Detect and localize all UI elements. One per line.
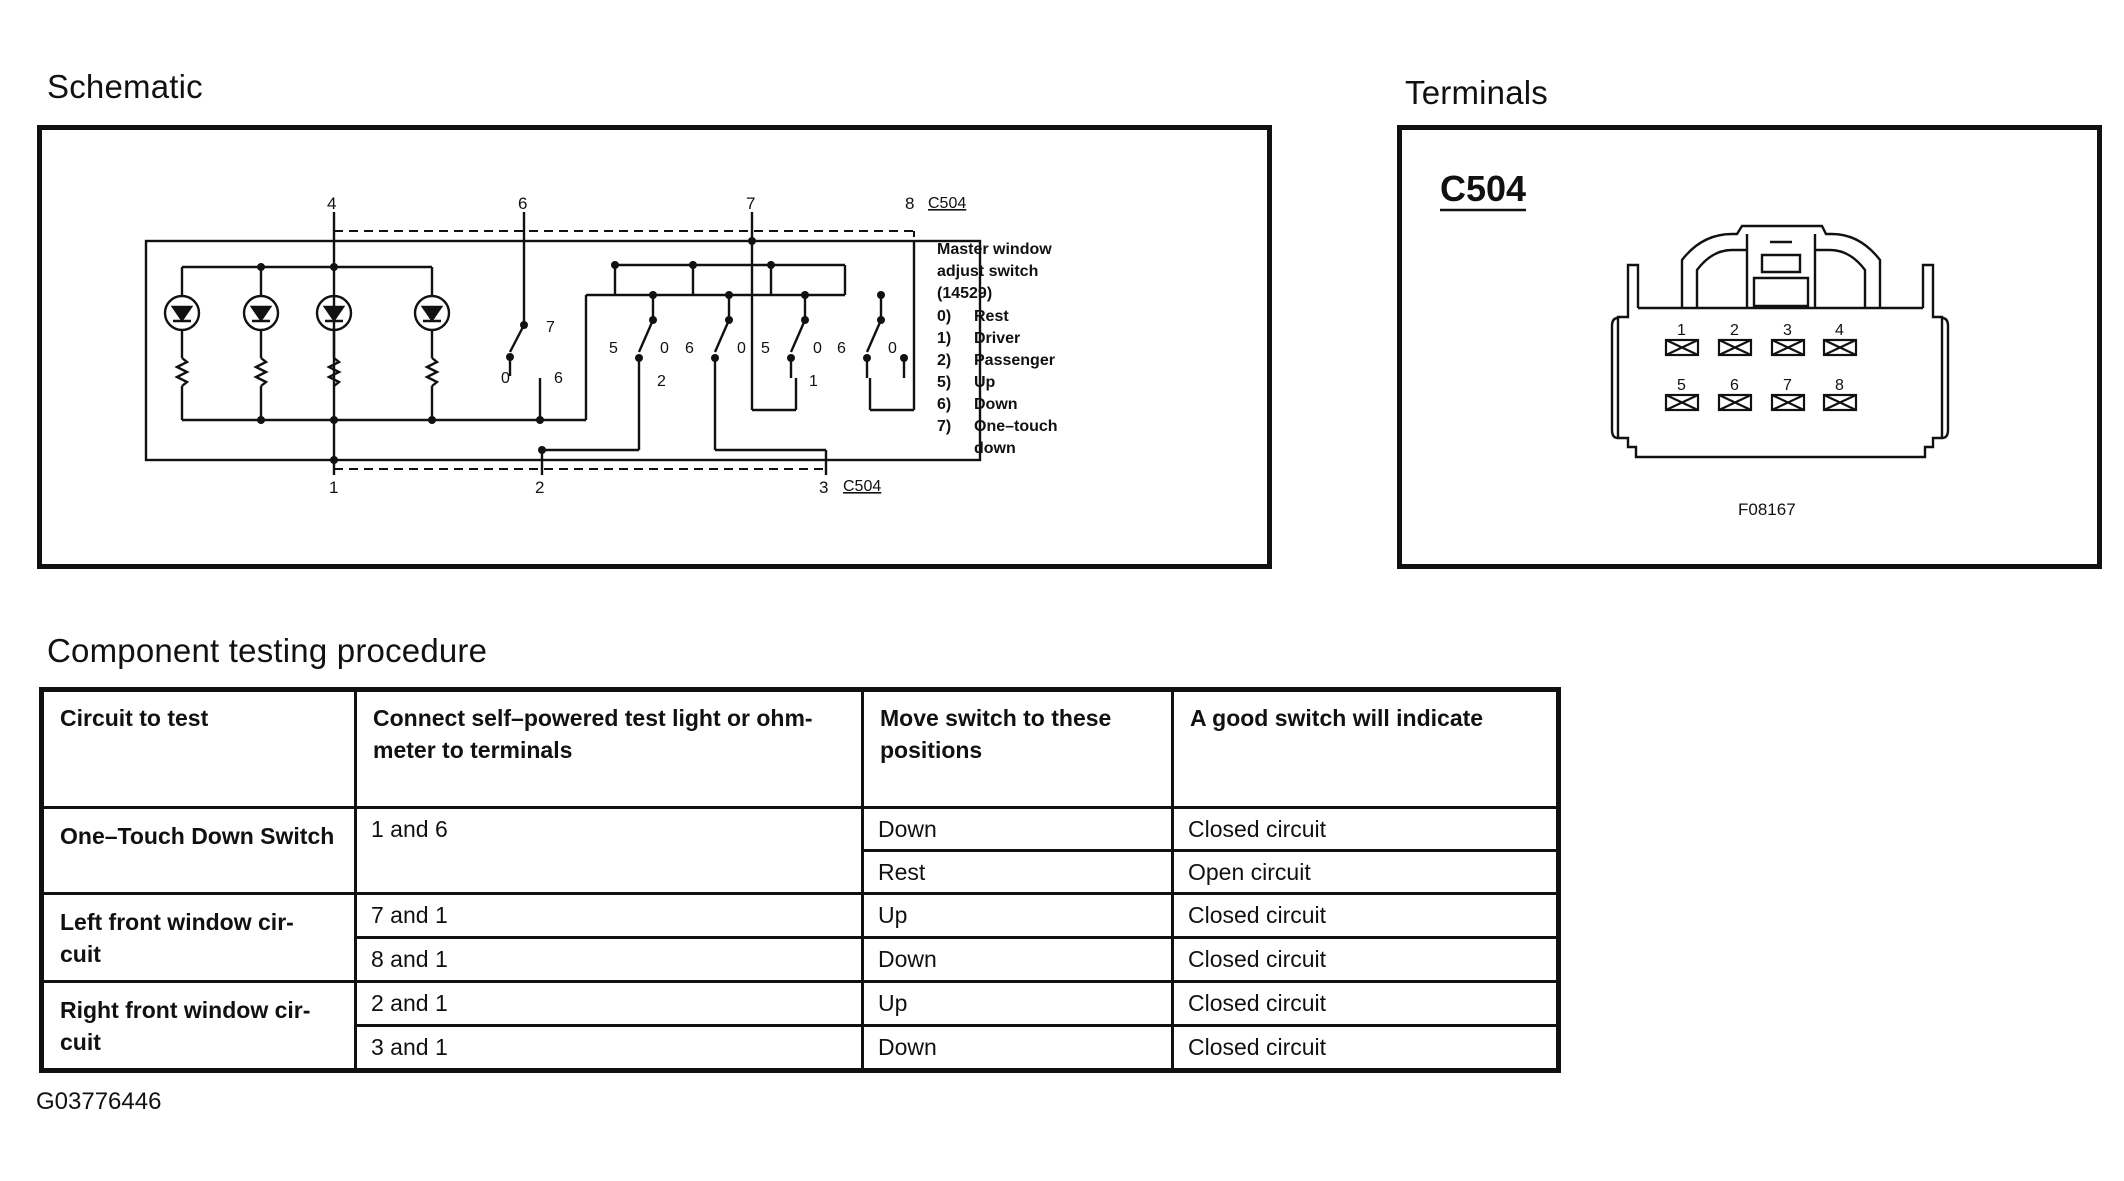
indicate-cell: Open circuit <box>1171 849 1560 895</box>
connector-label-top: C504 <box>928 195 966 212</box>
col-header-positions: Move switch to these positions <box>861 688 1174 809</box>
switch-label: 6 <box>837 340 846 357</box>
switch-label: 5 <box>761 340 770 357</box>
position-cell: Up <box>861 980 1174 1027</box>
terminal-pin-6: 6 <box>1730 377 1739 394</box>
schematic-legend: Master window adjust switch (14529) 0) R… <box>937 241 1058 457</box>
schematic-panel: 4 6 7 8 C504 1 2 3 C504 7 0 6 5 0 6 0 2 … <box>37 125 1272 569</box>
terminal-pin-1: 1 <box>1677 322 1686 339</box>
position-cell: Rest <box>861 849 1174 895</box>
legend-label: down <box>974 440 1016 457</box>
terminals-cell: 7 and 1 <box>354 892 864 939</box>
switch-label: 6 <box>685 340 694 357</box>
switch-label: 0 <box>813 340 822 357</box>
terminal-pin-2: 2 <box>1730 322 1739 339</box>
top-pin-6: 6 <box>518 194 527 213</box>
circuit-cell: Right front window cir- cuit <box>40 980 357 1072</box>
table-row: Right front window cir- cuit 2 and 1 Up … <box>40 980 1560 1072</box>
legend-code: 5) <box>937 374 951 391</box>
table-header-row: Circuit to test Connect self–powered tes… <box>40 688 1560 809</box>
indicate-cell: Closed circuit <box>1171 936 1560 983</box>
legend-title-line: adjust switch <box>937 263 1038 280</box>
terminals-cell: 3 and 1 <box>354 1023 864 1073</box>
indicate-cell: Closed circuit <box>1171 892 1560 939</box>
terminal-pin-7: 7 <box>1783 377 1792 394</box>
table-row: Rest Open circuit <box>42 849 1560 895</box>
table-row: Left front window cir- cuit 7 and 1 Up C… <box>40 892 1560 983</box>
switch-label: 0 <box>888 340 897 357</box>
legend-code: 7) <box>937 418 951 435</box>
terminal-pin-8: 8 <box>1835 377 1844 394</box>
position-cell: Down <box>861 806 1174 852</box>
legend-title-line: (14529) <box>937 285 992 302</box>
figure-id: G03776446 <box>36 1088 162 1115</box>
schematic-heading: Schematic <box>47 68 203 105</box>
procedure-table: Circuit to test Connect self–powered tes… <box>39 687 1561 1073</box>
top-pin-7: 7 <box>746 194 755 213</box>
switch-label: 6 <box>554 370 563 387</box>
position-cell: Down <box>861 936 1174 983</box>
legend-code: 0) <box>937 308 951 325</box>
switch-group-label: 2 <box>657 373 666 390</box>
legend-label: Rest <box>974 308 1009 325</box>
figure-code: F08167 <box>1738 500 1796 519</box>
terminals-diagram: C504 1 2 3 <box>1440 168 1950 519</box>
legend-label: Up <box>974 374 996 391</box>
terminal-cavities <box>1664 338 1858 412</box>
top-pin-4: 4 <box>327 194 336 213</box>
legend-code: 6) <box>937 396 951 413</box>
terminal-pin-5: 5 <box>1677 377 1686 394</box>
col-header-indicate: A good switch will indicate <box>1171 688 1560 809</box>
circuit-cell: Left front window cir- cuit <box>40 892 357 983</box>
circuit-cell: One–Touch Down Switch <box>40 806 357 895</box>
procedure-heading: Component testing procedure <box>47 632 488 669</box>
connector-name: C504 <box>1440 168 1526 209</box>
terminal-pin-4: 4 <box>1835 322 1844 339</box>
terminals-panel: C504 1 2 3 <box>1397 125 2102 569</box>
legend-code: 2) <box>937 352 951 369</box>
bottom-pin-1: 1 <box>329 478 338 497</box>
col-header-terminals: Connect self–powered test light or ohm- … <box>354 688 864 809</box>
switch-label: 5 <box>609 340 618 357</box>
indicate-cell: Closed circuit <box>1171 806 1560 852</box>
switch-label: 0 <box>737 340 746 357</box>
legend-label: Passenger <box>974 352 1055 369</box>
col-header-circuit: Circuit to test <box>40 688 357 809</box>
switch-label: 7 <box>546 319 555 336</box>
legend-title-line: Master window <box>937 241 1052 258</box>
connector-label-bottom: C504 <box>843 478 881 495</box>
table-row: 3 and 1 Down Closed circuit <box>42 1023 1560 1073</box>
switch-label: 0 <box>660 340 669 357</box>
connector-housing <box>1610 224 1950 459</box>
bottom-pin-2: 2 <box>535 478 544 497</box>
legend-code: 1) <box>937 330 951 347</box>
table-row: 8 and 1 Down Closed circuit <box>42 936 1560 983</box>
legend-label: Down <box>974 396 1018 413</box>
indicate-cell: Closed circuit <box>1171 1023 1560 1073</box>
terminals-cell: 8 and 1 <box>354 936 864 983</box>
indicate-cell: Closed circuit <box>1171 980 1560 1027</box>
position-cell: Down <box>861 1023 1174 1073</box>
switch-group-label: 1 <box>809 373 818 390</box>
legend-label: One–touch <box>974 418 1058 435</box>
schematic-diagram: 4 6 7 8 C504 1 2 3 C504 7 0 6 5 0 6 0 2 … <box>144 194 1058 497</box>
terminals-heading: Terminals <box>1405 74 1549 111</box>
table-row: One–Touch Down Switch 1 and 6 Down Close… <box>40 806 1560 895</box>
position-cell: Up <box>861 892 1174 939</box>
top-pin-8: 8 <box>905 194 914 213</box>
terminals-cell: 2 and 1 <box>354 980 864 1027</box>
switch-label: 0 <box>501 370 510 387</box>
bottom-pin-3: 3 <box>819 478 828 497</box>
legend-label: Driver <box>974 330 1020 347</box>
terminals-cell: 1 and 6 <box>354 806 864 895</box>
terminal-pin-3: 3 <box>1783 322 1792 339</box>
switch-body <box>144 239 982 462</box>
